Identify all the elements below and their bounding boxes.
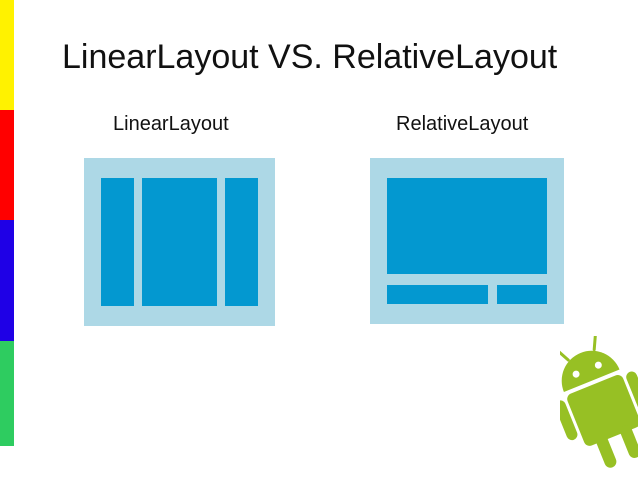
side-bar-yellow <box>0 0 14 110</box>
relative-block-bottom-left <box>387 285 488 304</box>
side-bar-blue <box>0 220 14 341</box>
linear-layout-label: LinearLayout <box>113 113 229 135</box>
relative-block-bottom-right <box>497 285 547 304</box>
linear-column-middle <box>142 178 217 306</box>
side-bar-green <box>0 341 14 446</box>
relative-layout-diagram <box>370 158 564 324</box>
linear-column-left <box>101 178 134 306</box>
linear-column-right <box>225 178 258 306</box>
side-bar-red <box>0 110 14 220</box>
slide-title: LinearLayout VS. RelativeLayout <box>62 38 558 76</box>
relative-block-top <box>387 178 547 274</box>
linear-layout-diagram <box>84 158 275 326</box>
side-color-bar <box>0 0 14 446</box>
android-robot-icon <box>560 336 638 468</box>
relative-layout-label: RelativeLayout <box>396 113 529 135</box>
